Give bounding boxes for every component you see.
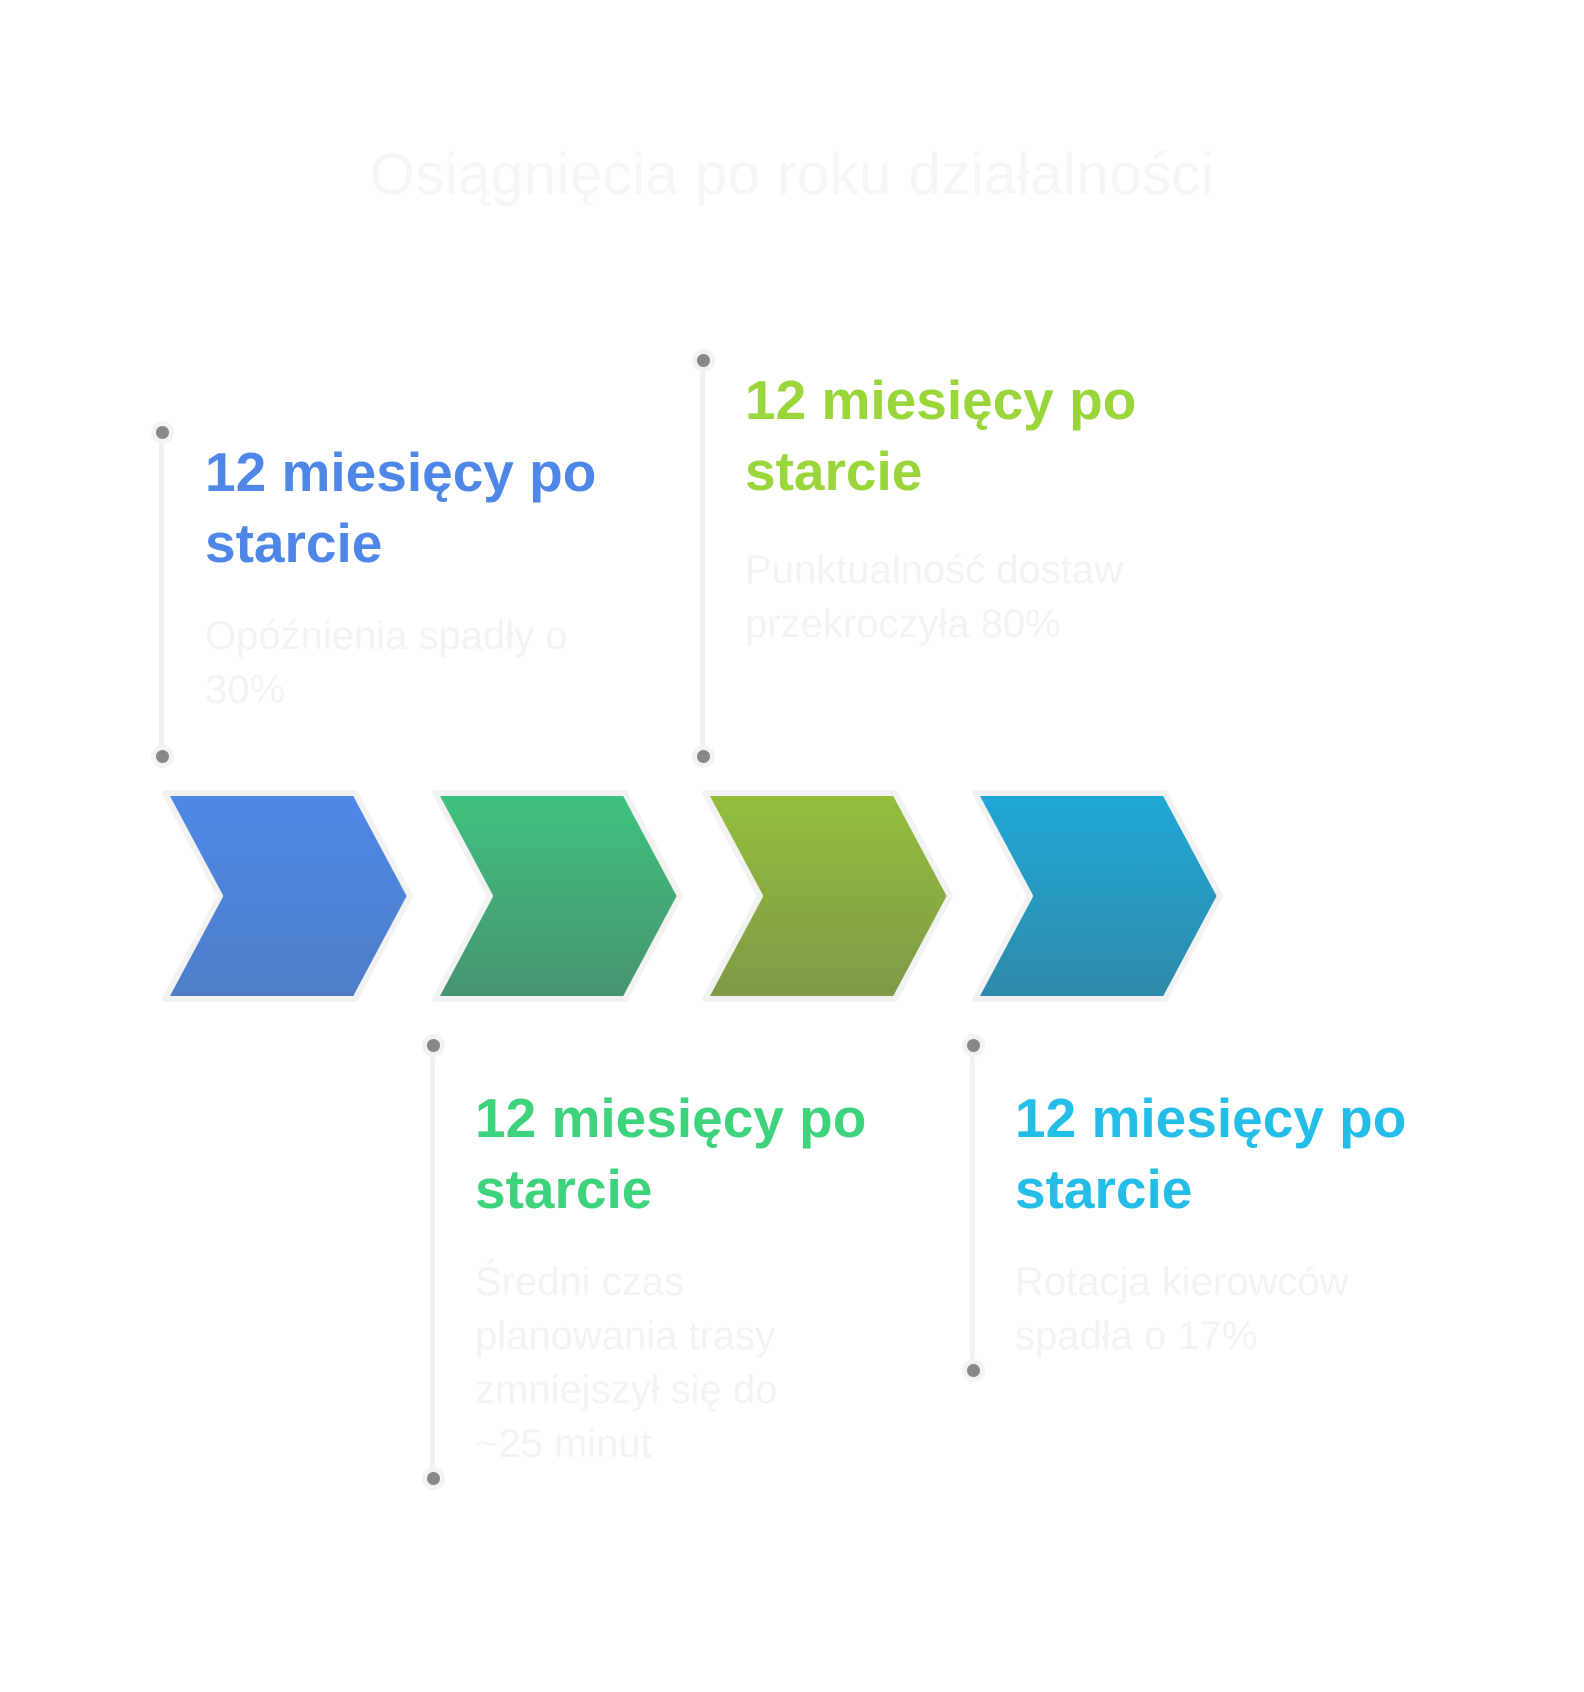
stage-heading-1: 12 miesięcy po starcie	[205, 441, 597, 574]
stage-heading-3: 12 miesięcy po starcie	[745, 369, 1137, 502]
diagram-title: Osiągnięcia po roku działalności	[369, 142, 1215, 207]
stage-text-1: Opóźnienia spadły o 30%	[205, 614, 568, 712]
connector-line-1	[159, 432, 164, 757]
chevron-2	[432, 790, 683, 1002]
stage-text-3: Punktualność dostaw przekroczyła 80%	[745, 548, 1124, 646]
connector-dot-3-bottom	[697, 750, 710, 763]
stage-text-2: Średni czas planowania trasy zmniejszył …	[475, 1260, 778, 1466]
connector-dot-3-top	[697, 354, 710, 367]
chevron-arrows	[162, 790, 1223, 1002]
stage-card-3: 12 miesięcy po starcie Punktualność dost…	[745, 365, 1185, 651]
connector-dot-2-bottom	[427, 1472, 440, 1485]
stage-card-4: 12 miesięcy po starcie Rotacja kierowców…	[1015, 1083, 1455, 1363]
connector-dot-1-bottom	[156, 750, 169, 763]
stage-card-1: 12 miesięcy po starcie Opóźnienia spadły…	[205, 437, 645, 717]
stage-heading-4: 12 miesięcy po starcie	[1015, 1087, 1407, 1220]
stage-heading-2: 12 miesięcy po starcie	[475, 1087, 867, 1220]
connector-line-3	[700, 360, 705, 757]
stage-card-2: 12 miesięcy po starcie Średni czas plano…	[475, 1083, 915, 1471]
chevron-1	[162, 790, 413, 1002]
stage-text-4: Rotacja kierowców spadła o 17%	[1015, 1260, 1349, 1358]
connector-dot-4-bottom	[967, 1364, 980, 1377]
connector-line-4	[970, 1045, 975, 1371]
chevron-3	[702, 790, 953, 1002]
connector-dot-1-top	[156, 426, 169, 439]
connector-line-2	[430, 1045, 435, 1479]
connector-dot-2-top	[427, 1039, 440, 1052]
chevron-4	[972, 790, 1223, 1002]
connector-dot-4-top	[967, 1039, 980, 1052]
